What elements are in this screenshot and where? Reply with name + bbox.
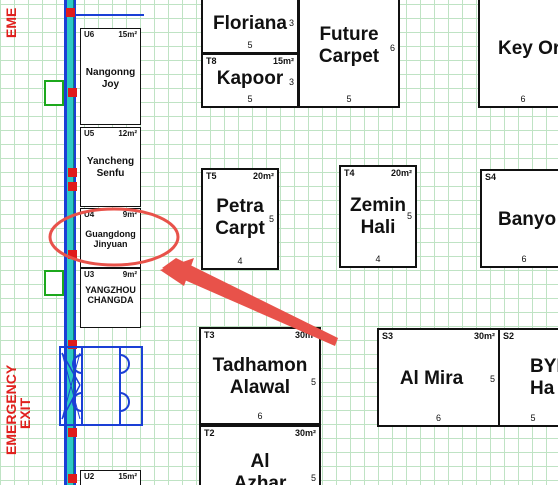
fire-marker <box>68 428 77 437</box>
pointer-arrow <box>160 258 338 346</box>
booth-future-carpet[interactable]: Future Carpet 6 5 <box>298 0 400 108</box>
booth-t8[interactable]: T8 15m² Kapoor 3 5 <box>201 53 299 108</box>
exit-door-icon <box>59 346 143 426</box>
booth-u4[interactable]: U4 9m² Guangdong Jinyuan <box>80 208 141 268</box>
wall-top <box>66 14 144 16</box>
fire-marker <box>68 168 77 177</box>
wall-inner <box>74 0 76 485</box>
booth-t3[interactable]: T3 30m² Tadhamon Alawal 5 6 <box>199 327 321 425</box>
booth-u6[interactable]: U6 15m² Nangonng Joy <box>80 28 141 125</box>
booth-floriana[interactable]: Floriana 3 5 <box>201 0 299 54</box>
wall-left <box>64 0 67 485</box>
booth-t4[interactable]: T4 20m² Zemin Hali 5 4 <box>339 165 417 268</box>
booth-t2[interactable]: T2 30m² Al Azhar 5 <box>199 425 321 485</box>
fire-marker <box>68 474 77 483</box>
hydrant-icon <box>44 270 64 296</box>
fire-marker <box>68 182 77 191</box>
booth-u2[interactable]: U2 15m² <box>80 470 141 485</box>
highlight-ellipse <box>48 207 180 267</box>
booth-s2[interactable]: S2 BYI Ha 5 <box>498 328 558 427</box>
booth-s4[interactable]: S4 Banyo 6 <box>480 169 558 268</box>
hydrant-icon <box>44 80 64 106</box>
booth-u3[interactable]: U3 9m² YANGZHOU CHANGDA <box>80 268 141 328</box>
booth-s3[interactable]: S3 30m² Al Mira 5 6 <box>377 328 500 427</box>
booth-u5[interactable]: U5 12m² Yancheng Senfu <box>80 127 141 207</box>
fire-marker <box>68 250 77 259</box>
fire-marker <box>66 8 75 17</box>
booth-t5[interactable]: T5 20m² Petra Carpt 5 4 <box>201 168 279 270</box>
fire-marker <box>68 88 77 97</box>
booth-key[interactable]: Key Or 6 <box>478 0 558 108</box>
fire-marker <box>68 340 77 349</box>
